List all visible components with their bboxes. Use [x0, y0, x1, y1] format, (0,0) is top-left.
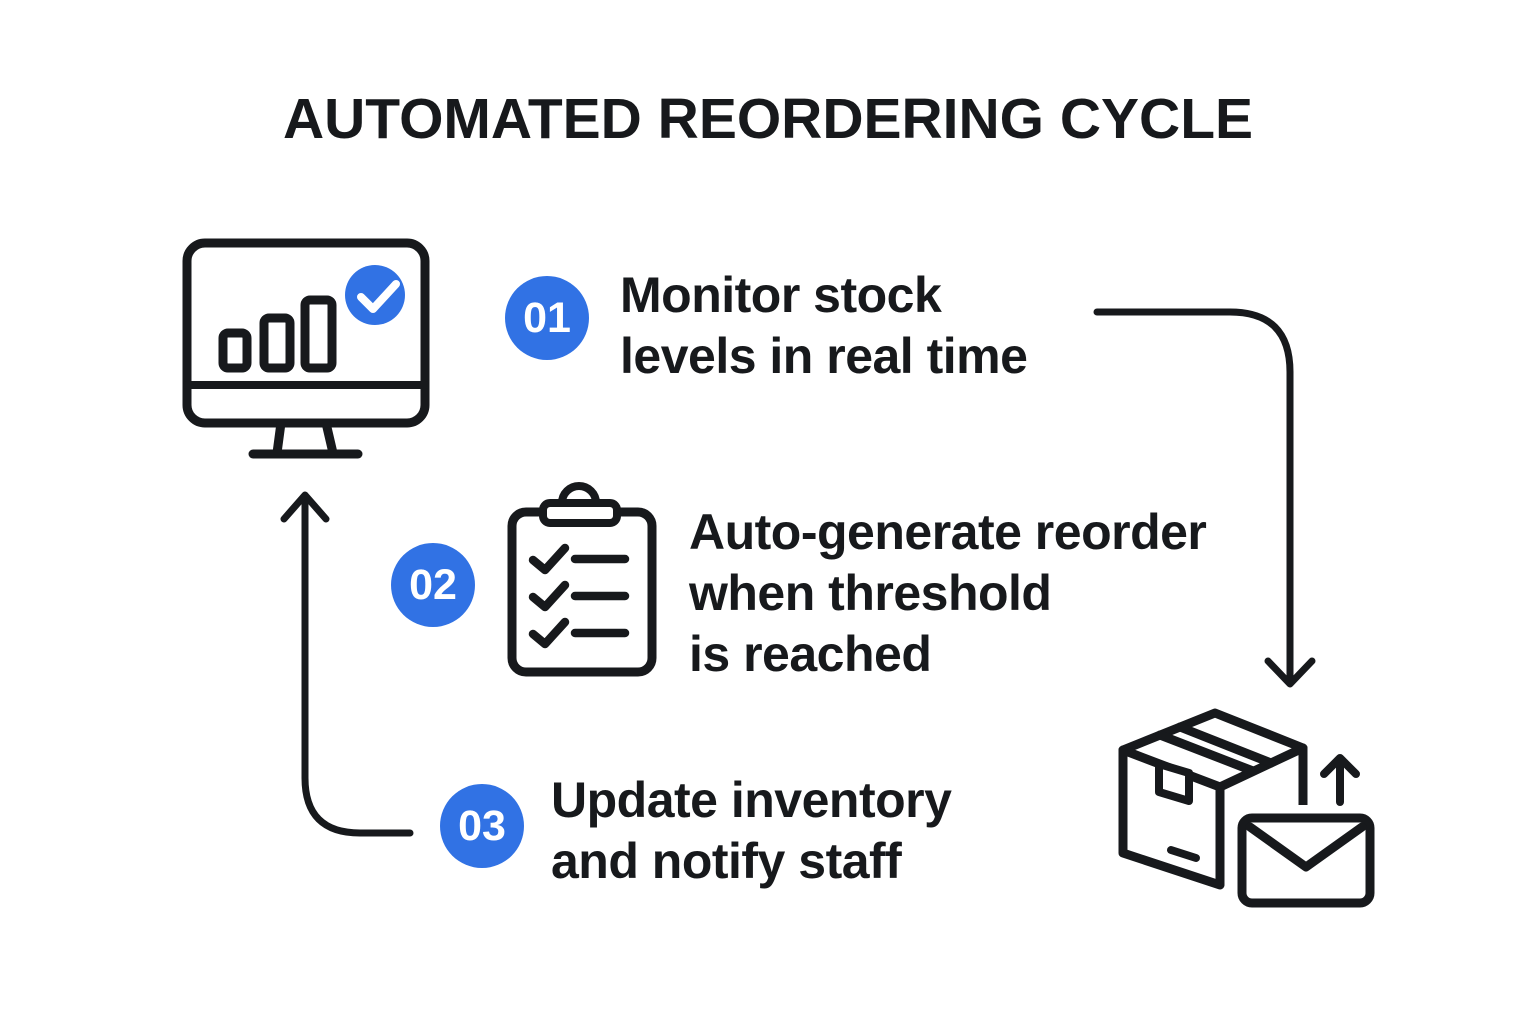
- package-box-icon: [1118, 708, 1308, 890]
- step-badge-02: 02: [391, 543, 475, 627]
- step-label-line: levels in real time: [620, 328, 1028, 384]
- step-number-01: 01: [523, 293, 571, 342]
- bar-chart-icon: [218, 295, 337, 373]
- step-label-line: when threshold: [689, 565, 1052, 621]
- step-label-03: Update inventory and notify staff: [551, 770, 952, 892]
- monitor-bar-chart-check-icon: [182, 238, 430, 459]
- arrow-up-connector-icon: [280, 491, 414, 837]
- step-label-line: Monitor stock: [620, 267, 942, 323]
- step-label-line: and notify staff: [551, 833, 902, 889]
- step-label-01: Monitor stock levels in real time: [620, 265, 1028, 387]
- package-envelope-up-arrow-icon: [1118, 708, 1383, 913]
- step-badge-03: 03: [440, 784, 524, 868]
- step-label-line: Auto-generate reorder: [689, 504, 1207, 560]
- checklist-rows: [528, 543, 630, 649]
- step-label-line: is reached: [689, 626, 932, 682]
- step-number-03: 03: [458, 801, 506, 850]
- step-number-02: 02: [409, 560, 457, 609]
- clipboard-checklist-icon: [507, 482, 657, 677]
- arrow-up-icon: [1320, 754, 1360, 806]
- page-title: AUTOMATED REORDERING CYCLE: [282, 87, 1254, 151]
- step-label-02: Auto-generate reorder when threshold is …: [689, 502, 1207, 685]
- step-label-line: Update inventory: [551, 772, 952, 828]
- envelope-icon: [1229, 805, 1383, 913]
- check-badge-icon: [341, 261, 409, 329]
- step-badge-01: 01: [505, 276, 589, 360]
